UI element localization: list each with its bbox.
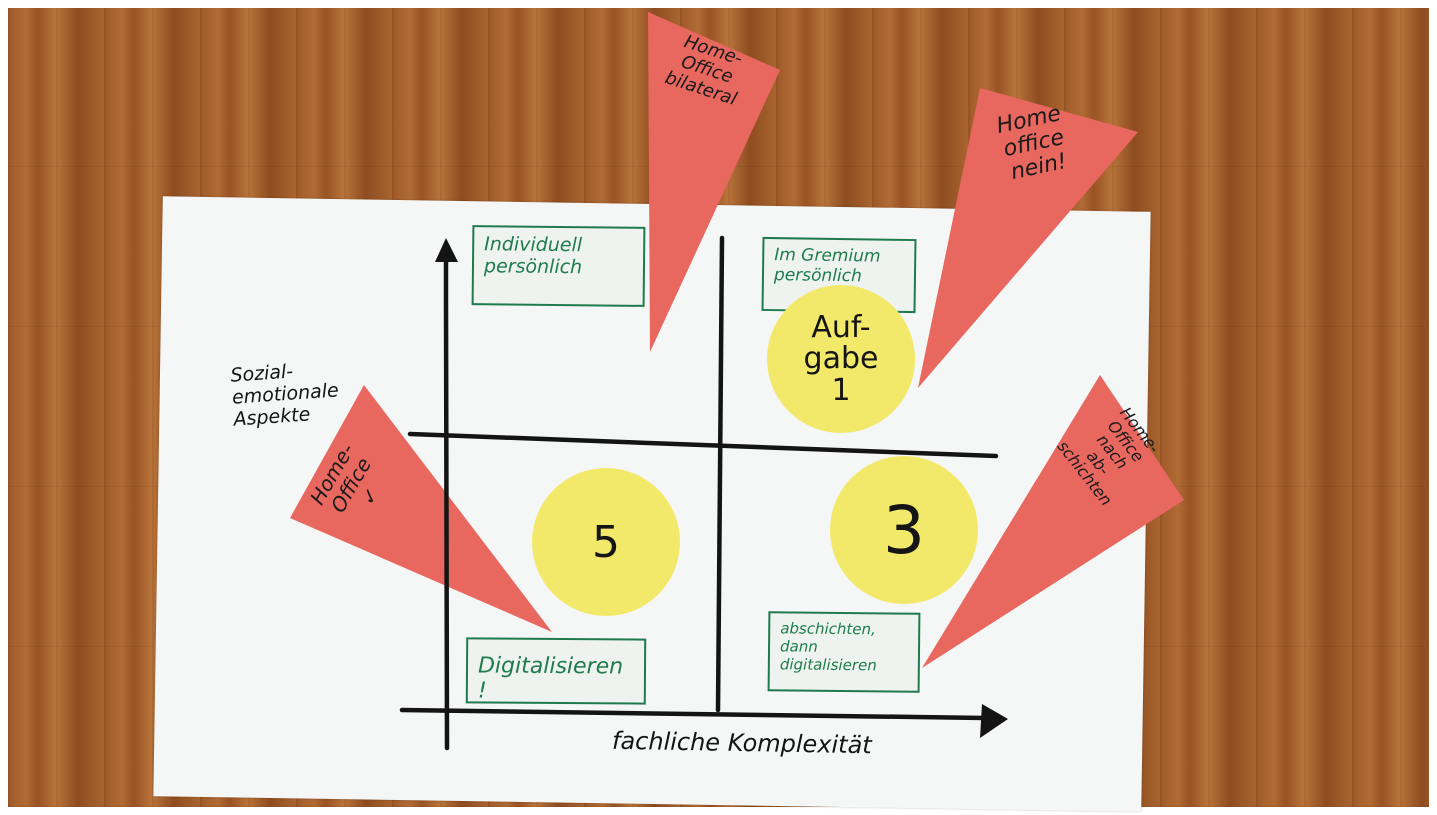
circle-5: 5 [532,468,680,616]
circle-3: 3 [830,456,978,604]
note-abschichten-dann-digitalisieren: abschichten, dann digitalisieren [767,611,921,693]
y-axis-label: Sozial- emotionale Aspekte [229,360,340,431]
note-individuell-persoenlich: Individuell persönlich [471,225,646,307]
note-digitalisieren: Digitalisieren ! [465,637,647,705]
x-axis-label: fachliche Komplexität [611,726,872,760]
circle-aufgabe-1: Auf- gabe 1 [767,285,915,433]
